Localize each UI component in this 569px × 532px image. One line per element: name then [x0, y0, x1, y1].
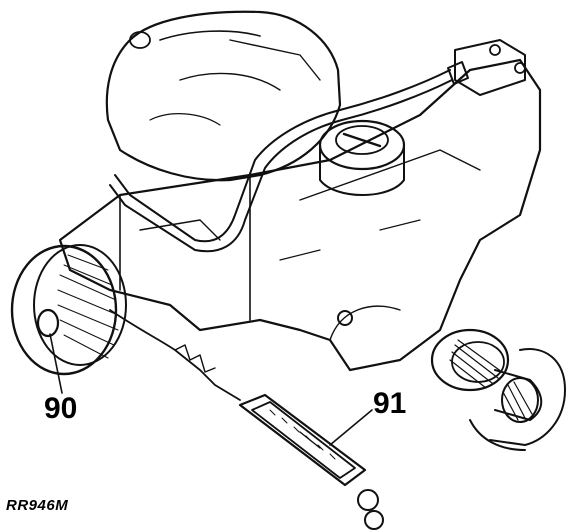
hose-connector	[447, 39, 526, 96]
knurled-adaptor	[10, 244, 127, 376]
figure-reference-code: RR946M	[6, 497, 69, 514]
upper-housing	[105, 10, 342, 182]
filler-cap	[318, 119, 406, 196]
output-shaft	[430, 328, 566, 451]
fluid-pipe	[109, 69, 453, 253]
leader-lines	[49, 333, 373, 446]
main-body	[58, 58, 542, 372]
spring-balance	[109, 309, 384, 530]
callout-90: 90	[44, 392, 78, 425]
callout-91: 91	[373, 387, 407, 420]
